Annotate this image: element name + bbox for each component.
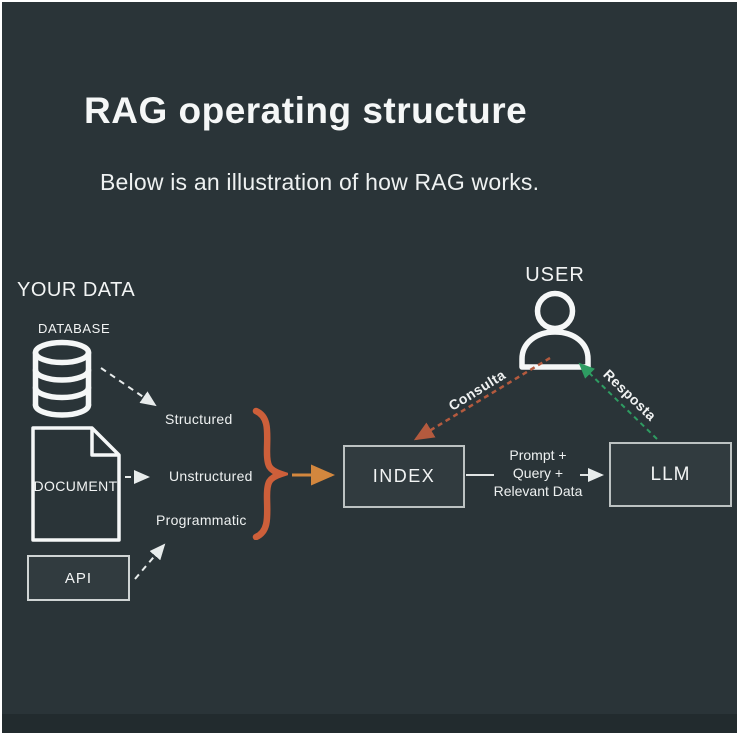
llm-label: LLM — [650, 463, 691, 485]
api-label: API — [64, 569, 93, 587]
index-label: INDEX — [372, 466, 436, 486]
curly-brace — [252, 407, 288, 540]
database-label: DATABASE — [38, 321, 111, 336]
resposta-edge-label: Resposta — [600, 365, 660, 425]
programmatic-label: Programmatic — [156, 512, 247, 528]
api-node: API — [27, 555, 130, 601]
unstructured-label: Unstructured — [169, 468, 253, 484]
arrow-api-programmatic — [134, 543, 166, 580]
structured-label: Structured — [165, 411, 233, 427]
footer-shade — [2, 714, 737, 733]
page-subtitle: Below is an illustration of how RAG work… — [100, 169, 540, 195]
document-label: DOCUMENT — [33, 478, 118, 494]
person-icon — [519, 290, 591, 370]
llm-node: LLM — [609, 442, 732, 507]
database-icon — [32, 339, 92, 418]
user-label: USER — [525, 264, 585, 286]
document-icon — [31, 426, 121, 542]
arrow-database-structured — [100, 367, 157, 407]
page-title: RAG operating structure — [84, 90, 528, 131]
prompt-query-label: Prompt + Query + Relevant Data — [493, 447, 583, 500]
index-node: INDEX — [343, 445, 465, 508]
consulta-edge-label: Consulta — [445, 366, 509, 414]
your-data-label: YOUR DATA — [17, 279, 136, 301]
